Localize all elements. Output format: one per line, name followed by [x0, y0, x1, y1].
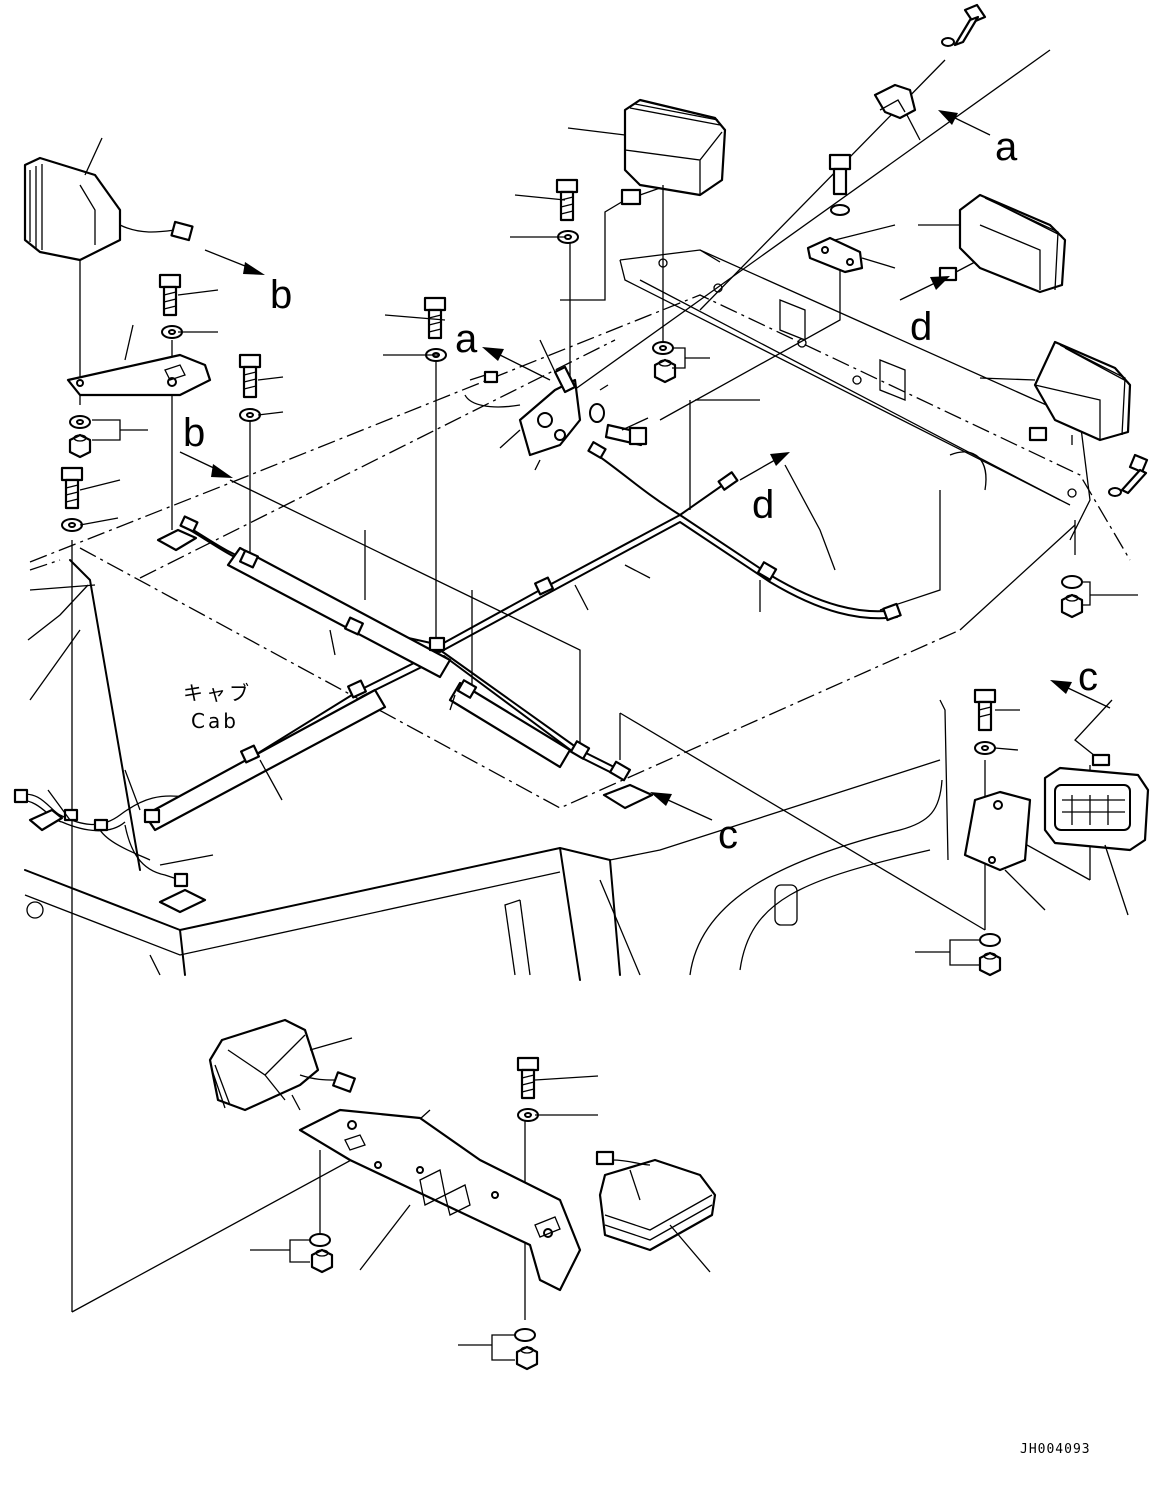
bolt [60, 466, 84, 510]
label-b-mid: b [183, 411, 205, 455]
label-a-top: a [995, 125, 1018, 169]
harness-sleeves [143, 546, 572, 832]
nut [68, 433, 92, 459]
work-lamp-bottom-left [208, 1018, 356, 1112]
label-c-right: c [1078, 655, 1098, 699]
label-c-mid: c [718, 813, 738, 857]
nut [310, 1248, 334, 1274]
nut [978, 951, 1002, 977]
cab-roof-outline [29, 294, 1131, 809]
cab-label-en: Cab [191, 709, 239, 733]
bolt [604, 423, 648, 447]
mounting-pads [28, 528, 654, 914]
cab-body [24, 559, 949, 981]
work-lamp-rear-right [1028, 340, 1132, 445]
bracket-clamp-a [873, 83, 917, 120]
label-d-mid: d [752, 483, 774, 527]
bracket-side [963, 790, 1032, 872]
direction-arrows [179, 110, 1111, 821]
reference-labels: b b a a d d c c キャブ Cab JH004093 [183, 125, 1098, 1457]
cab-label-jp: キャブ [183, 681, 252, 705]
work-lamp-side [1043, 753, 1150, 852]
center-bracket [518, 365, 582, 457]
work-lamp-bottom-right [595, 1150, 717, 1252]
bolt [973, 688, 997, 732]
fasteners [60, 3, 1149, 1371]
nut [1060, 593, 1084, 619]
bolt [953, 3, 987, 47]
nut [653, 358, 677, 384]
wiring-harness [19, 371, 898, 881]
bolt [1120, 453, 1149, 495]
bolt [158, 273, 182, 317]
label-d-top: d [910, 305, 932, 349]
bracket-small-top [806, 236, 896, 274]
bolt [238, 353, 262, 399]
label-b-top: b [270, 273, 292, 317]
work-lamp-left [23, 156, 194, 262]
work-lamp-center [620, 98, 727, 206]
drawing-code: JH004093 [1020, 1442, 1091, 1457]
label-a-mid: a [455, 317, 478, 361]
bracket-plate-left [66, 353, 212, 397]
bolt [423, 296, 447, 340]
bolt [828, 153, 852, 196]
bracket-long-bottom [298, 1108, 582, 1292]
harness-clips [13, 370, 902, 888]
nut [515, 1345, 539, 1371]
work-lamp-right [938, 193, 1067, 294]
callout-leaders [47, 114, 1138, 1361]
bolt [516, 1056, 540, 1100]
